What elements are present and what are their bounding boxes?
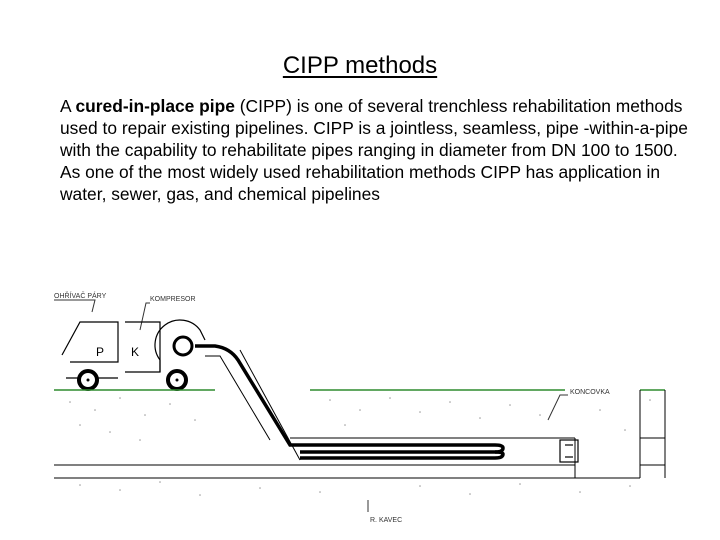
description-paragraph: A cured-in-place pipe (CIPP) is one of s… — [60, 95, 690, 205]
paragraph-term: cured-in-place pipe — [75, 96, 235, 116]
end-fitting-label: KONCOVKA — [570, 389, 610, 396]
hose-reel — [172, 335, 194, 357]
paragraph-prefix: A — [60, 96, 76, 116]
leader-lines — [54, 299, 568, 512]
wheels — [77, 369, 188, 391]
soil-texture — [69, 397, 651, 496]
box-p-label: P — [96, 345, 104, 359]
paragraph-body: (CIPP) is one of several trenchless reha… — [60, 96, 688, 204]
compressor-unit: K — [125, 319, 206, 373]
end-fitting — [559, 439, 579, 463]
host-pipe — [54, 390, 666, 479]
compressor-label: KOMPRESOR — [150, 296, 196, 303]
slide-title-text: CIPP methods — [282, 52, 438, 79]
inversion-hose — [195, 344, 505, 461]
slide-title: CIPP methods — [0, 52, 720, 80]
steam-heater-label: OHŘÍVAČ PÁRY — [54, 291, 107, 300]
shaft-label: R. KAVEC — [370, 517, 402, 524]
box-k-label: K — [131, 345, 139, 359]
